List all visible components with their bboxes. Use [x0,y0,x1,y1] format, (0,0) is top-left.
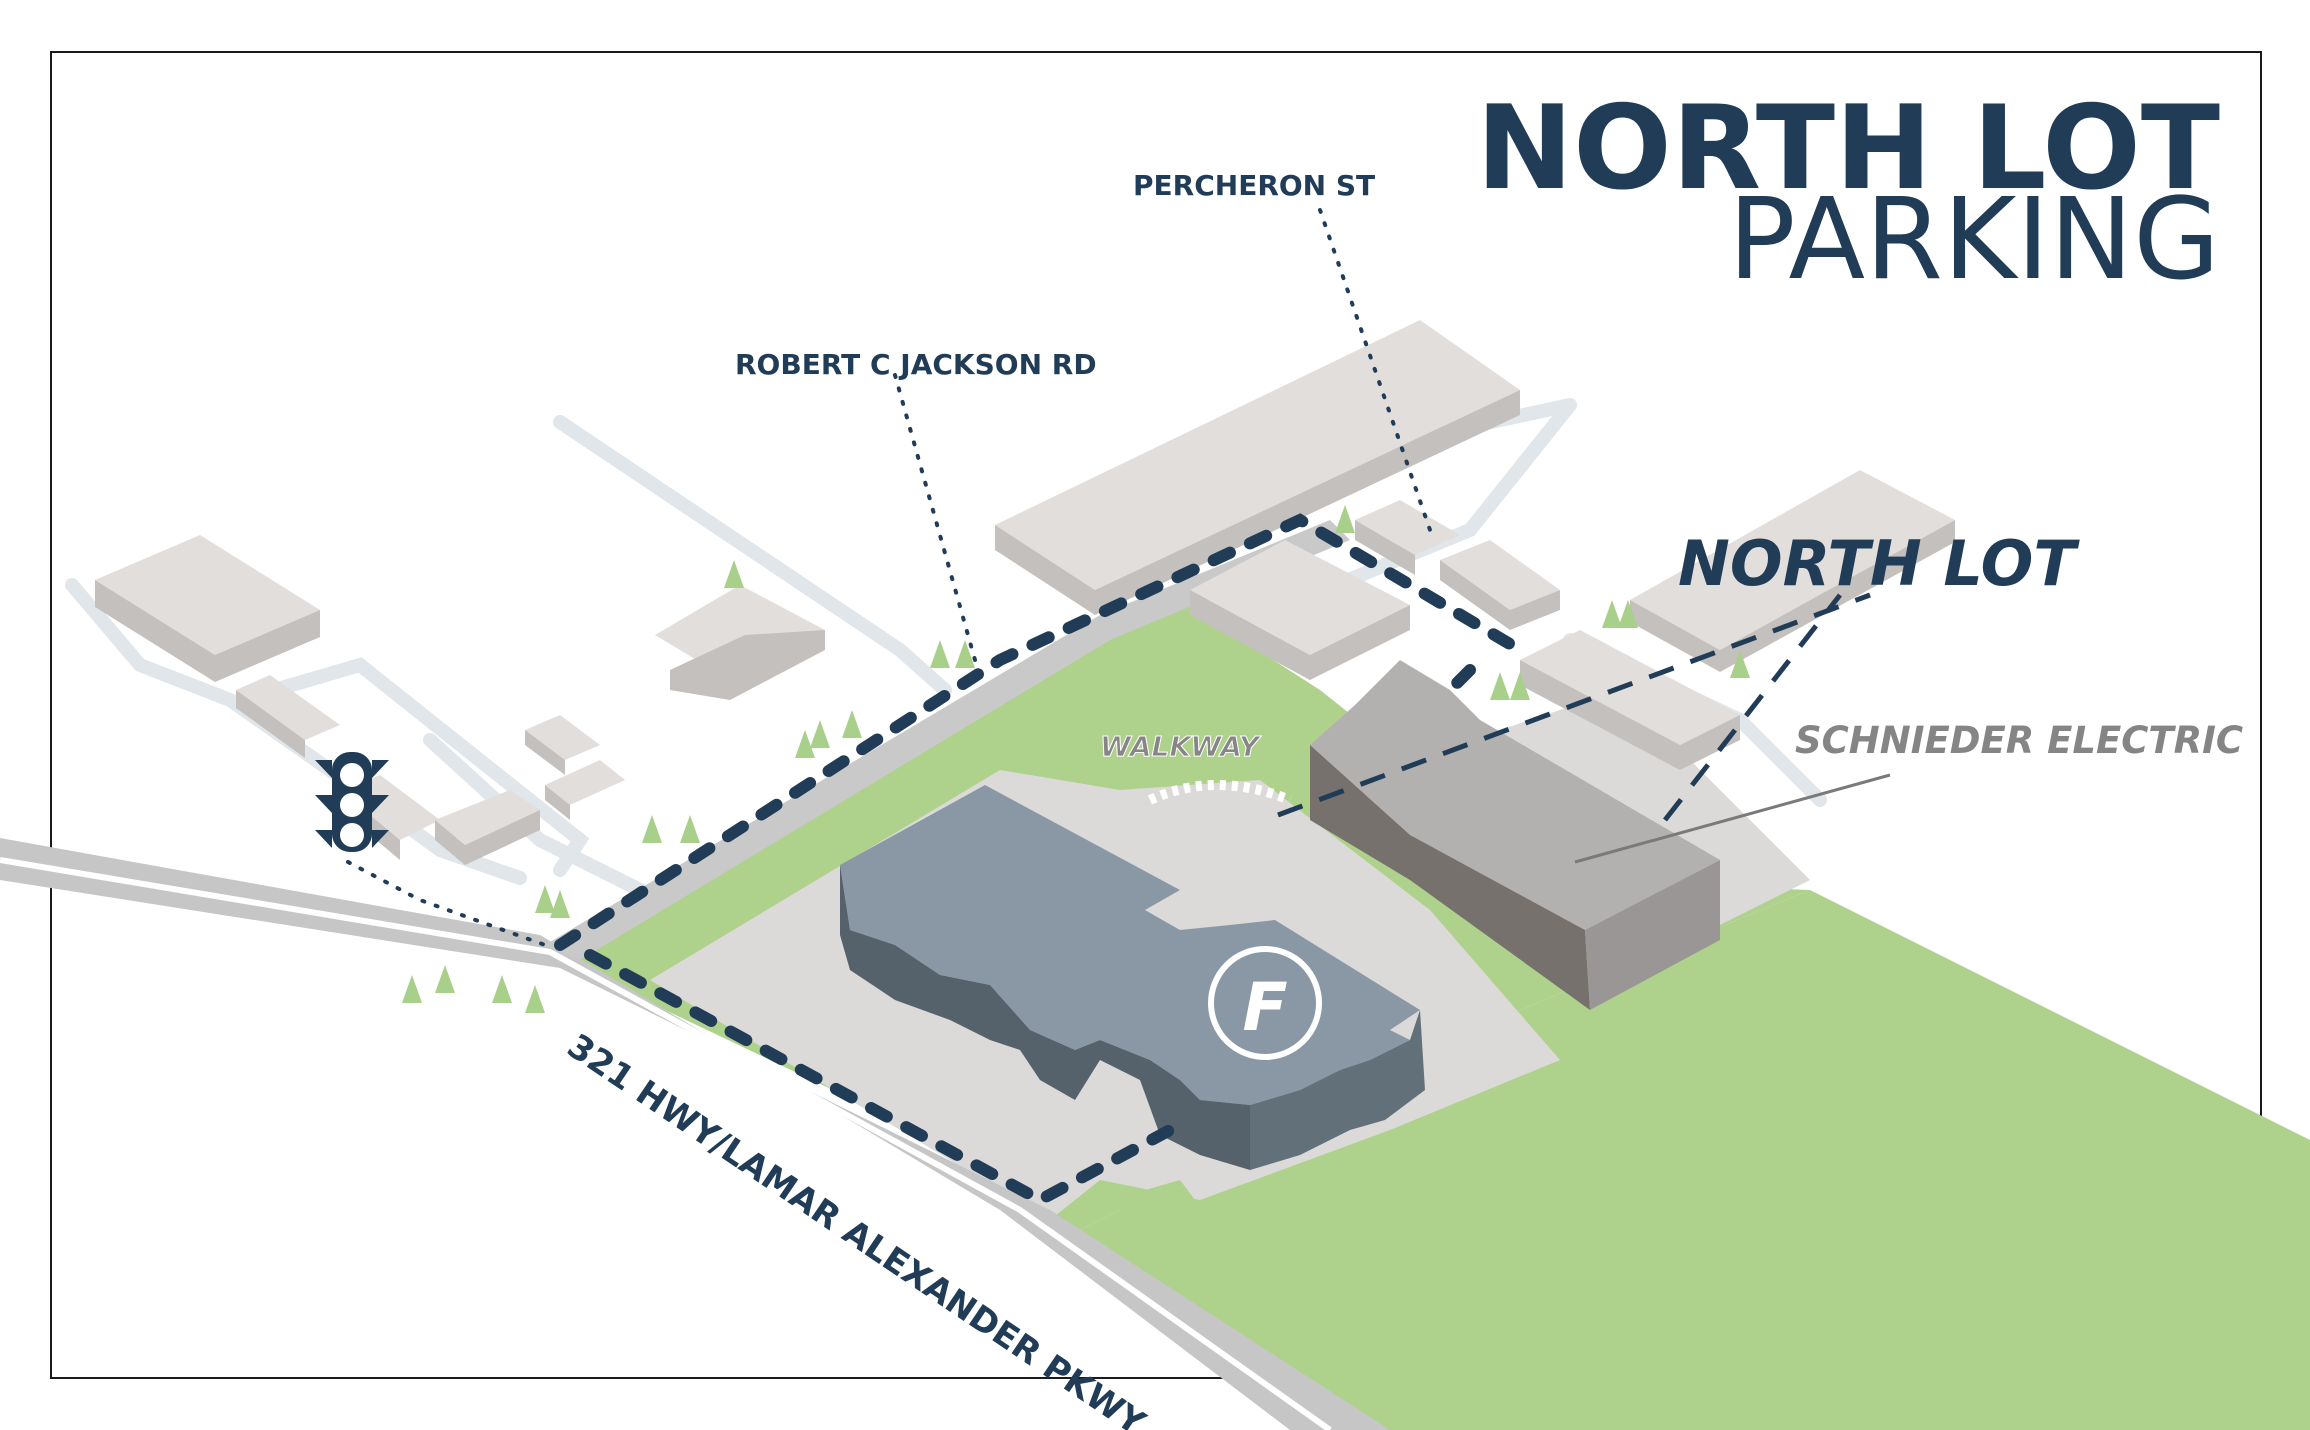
main-building [840,785,1425,1170]
schnieder-electric-building [1310,660,1720,1010]
dotted-route-traffic [346,860,547,947]
f-logo-icon: F [1208,946,1322,1060]
tree-icon [402,505,1750,1013]
svg-text:F: F [1242,969,1287,1046]
label-robert-c-jackson-rd: ROBERT C JACKSON RD [735,348,1097,381]
traffic-light-icon [315,752,389,852]
route-dashes [554,513,1526,1207]
lot-island [1420,1070,1590,1160]
title-line-2: PARKING [1728,175,2220,305]
label-schnieder-electric: SCHNIEDER ELECTRIC [1795,719,2243,762]
label-walkway: WALKWAY [1100,730,1262,763]
robert-c-jackson-rd [545,520,1350,960]
leader-percheron [1318,208,1432,532]
schnieder-leader [1574,773,1891,864]
north-lot-leaders [1277,592,1871,822]
grass-field [1080,890,2310,1430]
lot-island-2 [1110,1180,1210,1240]
label-north-lot: NORTH LOT [1678,527,2080,600]
buildings-light [95,320,1955,865]
title-line-1: NORTH LOT [1476,81,2220,216]
label-percheron-st: PERCHERON ST [1133,169,1375,202]
highway-median [0,857,1332,1430]
walkway-arc [1147,780,1292,805]
